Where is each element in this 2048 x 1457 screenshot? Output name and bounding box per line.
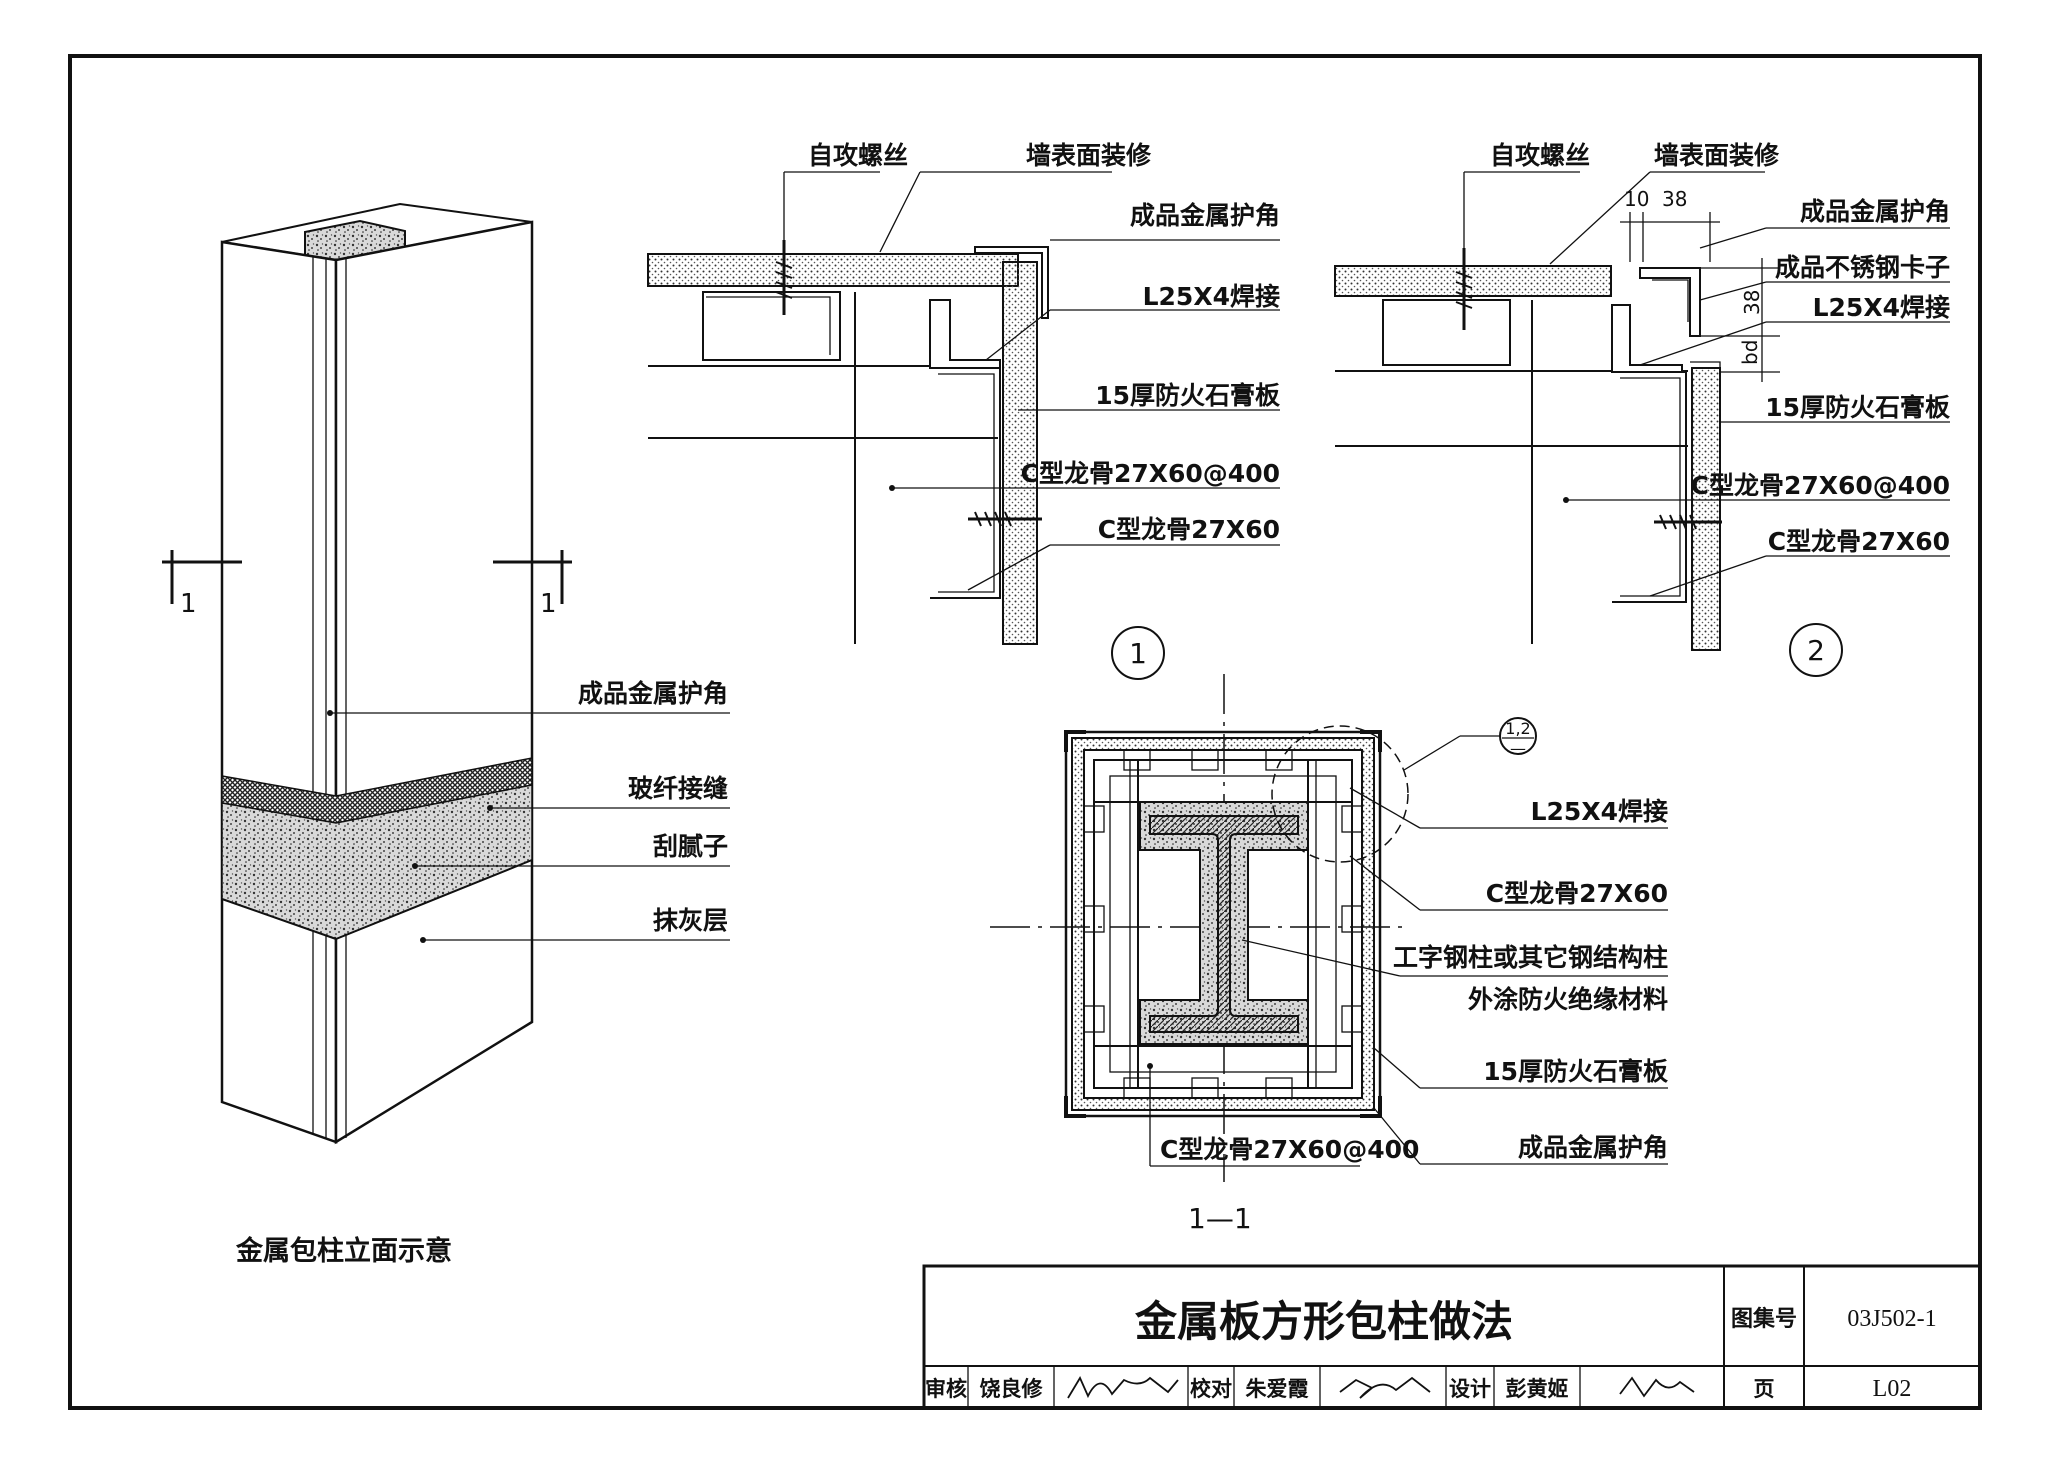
section-cut-marks: 1 1 xyxy=(162,550,572,619)
designer-signature xyxy=(1619,1376,1695,1398)
d2-dim-38-side: 38 xyxy=(1740,290,1764,315)
d1-label-wall-finish: 墙表面装修 xyxy=(1026,141,1152,170)
section-1-1: 1,2 — L25X4焊接 C型龙骨27X60 工字钢柱或其它钢结构柱 外涂防火… xyxy=(990,674,1668,1235)
designer-name: 彭黄姬 xyxy=(1506,1377,1569,1401)
d2-dim-38-top: 38 xyxy=(1662,187,1687,211)
page-number: L02 xyxy=(1873,1376,1912,1402)
checker-name: 朱爱霞 xyxy=(1246,1377,1310,1401)
detail-2-number: 2 xyxy=(1807,634,1825,667)
d2-label-self-tapping-screw: 自攻螺丝 xyxy=(1490,141,1590,170)
atlas-label: 图集号 xyxy=(1731,1306,1797,1332)
d2-label-metal-corner-guard: 成品金属护角 xyxy=(1800,197,1950,226)
detail-1-number: 1 xyxy=(1129,637,1147,670)
d2-label-wall-finish: 墙表面装修 xyxy=(1654,141,1780,170)
review-label: 审核 xyxy=(925,1377,967,1401)
detail-1: 自攻螺丝 墙表面装修 成品金属护角 L25X4焊接 15厚防火石膏板 C型龙骨2… xyxy=(647,141,1280,680)
d1-label-gypsum-board: 15厚防火石膏板 xyxy=(1095,381,1280,410)
d2-label-angle-weld: L25X4焊接 xyxy=(1813,293,1950,322)
label-metal-corner-guard: 成品金属护角 xyxy=(578,679,728,708)
s-label-steel-column: 工字钢柱或其它钢结构柱 xyxy=(1393,943,1668,972)
i-beam-section xyxy=(1149,815,1299,1033)
d1-label-angle-weld: L25X4焊接 xyxy=(1143,282,1280,311)
section-ref-bottom: — xyxy=(1510,739,1526,758)
d2-label-c-stud-spacing: C型龙骨27X60@400 xyxy=(1691,471,1950,500)
design-label: 设计 xyxy=(1449,1377,1491,1401)
reviewer-signature xyxy=(1067,1376,1179,1399)
s-label-c-stud: C型龙骨27X60 xyxy=(1486,879,1668,908)
elevation-caption: 金属包柱立面示意 xyxy=(235,1235,452,1267)
d2-label-c-stud: C型龙骨27X60 xyxy=(1768,527,1950,556)
label-plaster-layer: 抹灰层 xyxy=(653,906,728,935)
s-label-metal-corner-guard: 成品金属护角 xyxy=(1518,1133,1668,1162)
column-elevation xyxy=(220,202,534,1145)
atlas-number: 03J502-1 xyxy=(1847,1306,1936,1332)
s-label-angle-weld: L25X4焊接 xyxy=(1531,797,1668,826)
d2-label-stainless-clip: 成品不锈钢卡子 xyxy=(1775,253,1950,282)
label-fiberglass-joint: 玻纤接缝 xyxy=(628,774,728,803)
section-mark-left: 1 xyxy=(180,589,197,619)
d1-label-c-stud-spacing: C型龙骨27X60@400 xyxy=(1021,459,1280,488)
s-label-gypsum-board: 15厚防火石膏板 xyxy=(1483,1057,1668,1086)
label-putty: 刮腻子 xyxy=(653,832,728,861)
elevation-labels: 成品金属护角 玻纤接缝 刮腻子 抹灰层 xyxy=(327,679,730,943)
section-caption: 1—1 xyxy=(1188,1202,1252,1235)
detail-2: 10 38 38 bd 自攻螺丝 墙表面装修 成品金属护角 成品不锈钢卡子 L2… xyxy=(1334,141,1950,677)
s-label-fireproof-coating: 外涂防火绝缘材料 xyxy=(1468,985,1668,1014)
reviewer-name: 饶良修 xyxy=(980,1377,1044,1401)
d1-label-c-stud: C型龙骨27X60 xyxy=(1098,515,1280,544)
d1-label-self-tapping-screw: 自攻螺丝 xyxy=(808,141,908,170)
s-label-c-stud-spacing: C型龙骨27X60@400 xyxy=(1160,1135,1419,1164)
page-label: 页 xyxy=(1754,1377,1775,1401)
checker-signature xyxy=(1339,1376,1431,1399)
d2-dim-10: 10 xyxy=(1624,187,1649,211)
section-mark-right: 1 xyxy=(540,589,557,619)
d1-label-metal-corner-guard: 成品金属护角 xyxy=(1130,201,1280,230)
drawing-title: 金属板方形包柱做法 xyxy=(1134,1297,1513,1346)
check-label: 校对 xyxy=(1190,1377,1232,1401)
title-block: 金属板方形包柱做法 图集号 03J502-1 审核 饶良修 校对 朱爱霞 设计 … xyxy=(922,1264,1982,1410)
d2-dim-bd: bd xyxy=(1738,340,1762,365)
section-ref-top: 1,2 xyxy=(1505,719,1530,738)
d2-label-gypsum-board: 15厚防火石膏板 xyxy=(1765,393,1950,422)
